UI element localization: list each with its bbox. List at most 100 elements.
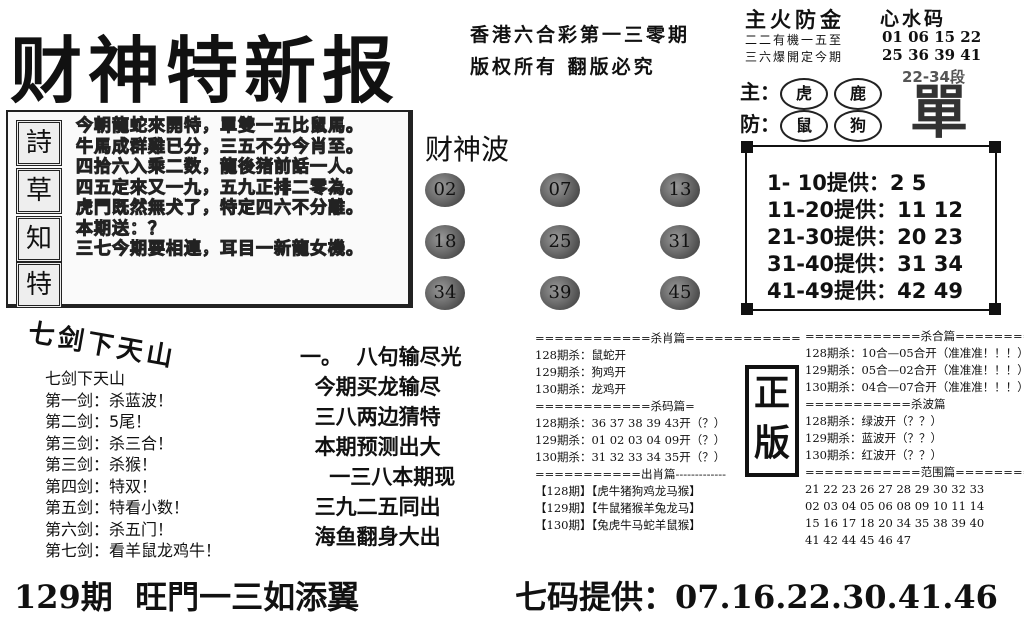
- range-values: 11 12: [897, 198, 963, 222]
- corner-mark: [741, 303, 753, 315]
- verse-line: 今期买龙输尽: [300, 375, 441, 399]
- stat-line: 41 42 44 45 46 47: [805, 533, 912, 547]
- authentic-stamp: 正版: [745, 365, 799, 477]
- sword-line: 第六剑：杀五门！: [45, 519, 174, 539]
- number-ball: 02: [425, 173, 465, 207]
- sword-line: 第五剑：特看小数！: [45, 498, 190, 517]
- range-values: 42 49: [897, 279, 963, 303]
- sword-line: 第七剑：看羊鼠龙鸡牛！: [45, 541, 222, 560]
- guard-label: 防：: [740, 112, 780, 136]
- poem-line: 三七今期要相連，耳目一新龍女機。: [76, 239, 364, 260]
- stat-line: 130期杀：31 32 33 34 35开（？）: [535, 450, 726, 464]
- number-ball: 45: [660, 276, 700, 310]
- rat-icon: 鼠: [780, 109, 828, 142]
- corner-mark: [989, 303, 1001, 315]
- section-header: ===========杀波篇: [805, 397, 946, 411]
- range-values: 31 34: [897, 252, 963, 276]
- number-ball: 39: [540, 276, 580, 310]
- verse-line: 海鱼翻身大出: [300, 525, 441, 549]
- swords-heading: 七剑下天山: [45, 369, 126, 388]
- sword-line: 第三剑：杀三合！: [45, 433, 174, 453]
- stat-line: 128期杀：绿波开（？？）: [805, 414, 942, 428]
- poem-side-char: 特: [16, 262, 62, 308]
- stat-line: 130期杀：红波开（？？）: [805, 448, 942, 462]
- sword-line: 第三剑：杀猴！: [45, 455, 158, 474]
- range-row: 11-20提供：11 12: [767, 194, 963, 224]
- range-label: 41-49提供：: [767, 279, 898, 303]
- poem-line: 四拾六入乘二数，龍後猪前話一人。: [76, 157, 364, 178]
- codes-row-1: 01 06 15 22: [882, 28, 982, 46]
- range-label: 1- 10提供：: [767, 171, 890, 195]
- hint-line-2: 三六爆開定今期: [745, 50, 844, 64]
- verse-line: 三九二五同出: [300, 495, 441, 519]
- poem-side-char: 草: [16, 168, 62, 214]
- footer-left: 129期 旺門一三如添翼: [14, 578, 360, 616]
- corner-mark: [989, 141, 1001, 153]
- stat-line: 129期杀：05合—02合开（准准准！！！）: [805, 363, 1024, 377]
- verse-block: 一。 八句输尽光 今期买龙输尽 三八两边猜特 本期预测出大 一三八本期现 三九二…: [300, 342, 530, 552]
- sword-line: 第二剑：5尾！: [45, 412, 152, 431]
- stat-line: 129期杀：狗鸡开: [535, 365, 626, 379]
- footer-right: 七码提供：07.16.22.30.41.46: [515, 578, 998, 616]
- range-row: 21-30提供：20 23: [767, 221, 963, 251]
- range-label: 21-30提供：: [767, 225, 898, 249]
- stats-right: ============杀合篇============ 128期杀：10合—05…: [805, 328, 1024, 549]
- stat-line: 【128期】【虎牛猪狗鸡龙马猴】: [535, 484, 701, 498]
- poem-side-char: 知: [16, 216, 62, 262]
- stat-line: 【129期】【牛鼠猪猴羊兔龙马】: [535, 501, 701, 515]
- hint-line-1: 二二有機一五至: [745, 33, 844, 47]
- copyright-line: 版权所有 翻版必究: [470, 56, 656, 78]
- section-header: ============杀肖篇============: [535, 331, 801, 345]
- stat-line: 130期杀：龙鸡开: [535, 382, 626, 396]
- single-char: 單: [910, 78, 969, 146]
- wave-title: 财神波: [425, 133, 510, 166]
- section-header: ===========出肖篇-------------: [535, 467, 727, 481]
- verse-line: 一。 八句输尽光: [300, 345, 462, 369]
- range-values: 2 5: [889, 171, 927, 195]
- poem-line: 虎門既然無犬了，特定四六不分離。: [76, 198, 364, 219]
- corner-mark: [741, 141, 753, 153]
- masthead-title: 财神特新报: [10, 28, 401, 113]
- main-label: 主：: [740, 80, 780, 104]
- stat-line: 128期杀：36 37 38 39 43开（？）: [535, 416, 726, 430]
- range-row: 1- 10提供：2 5: [767, 167, 926, 197]
- guard-row: 防：鼠狗: [740, 108, 888, 142]
- range-values: 20 23: [897, 225, 963, 249]
- number-ball: 25: [540, 225, 580, 259]
- stat-line: 128期杀：10合—05合开（准准准！！！）: [805, 346, 1024, 360]
- stat-line: 130期杀：04合—07合开（准准准！！！）: [805, 380, 1024, 394]
- swords-banner: 七剑下天山: [25, 317, 179, 374]
- verse-line: 本期预测出大: [300, 435, 441, 459]
- stat-line: 128期杀：鼠蛇开: [535, 348, 626, 362]
- swords-list: 七剑下天山 第一剑：杀蓝波！ 第二剑：5尾！ 第三剑：杀三合！ 第三剑：杀猴！ …: [45, 368, 221, 562]
- section-header: ============范围篇============: [805, 465, 1024, 479]
- section-header: ============杀合篇============: [805, 329, 1024, 343]
- sword-line: 第四剑：特双！: [45, 476, 158, 496]
- dog-icon: 狗: [834, 109, 882, 142]
- poem-line: 今朝龍蛇來開特，單雙一五比鼠馬。: [76, 116, 364, 137]
- poem-line: 本期送：？: [76, 218, 166, 239]
- number-ball: 31: [660, 225, 700, 259]
- deer-icon: 鹿: [834, 77, 882, 110]
- range-row: 41-49提供：42 49: [767, 275, 963, 305]
- poem-side-char: 詩: [16, 120, 62, 166]
- element-title: 主火防金: [745, 8, 845, 32]
- verse-line: 三八两边猜特: [300, 405, 441, 429]
- stats-left: ============杀肖篇============ 128期杀：鼠蛇开 12…: [535, 330, 801, 534]
- range-row: 31-40提供：31 34: [767, 248, 963, 278]
- segment-label: 22-34段: [902, 68, 965, 86]
- stat-line: 129期杀：蓝波开（？？）: [805, 431, 942, 445]
- range-label: 31-40提供：: [767, 252, 898, 276]
- poem-line: 四五定來又一九，五九正排二零為。: [76, 177, 364, 198]
- code-title: 心水码: [880, 8, 947, 30]
- number-ball: 18: [425, 225, 465, 259]
- stat-line: 129期杀：01 02 03 04 09开（？）: [535, 433, 726, 447]
- section-header: ============杀码篇=: [535, 399, 695, 413]
- number-ball: 13: [660, 173, 700, 207]
- range-label: 11-20提供：: [767, 198, 898, 222]
- stat-line: 15 16 17 18 20 34 35 38 39 40: [805, 516, 985, 530]
- main-row: 主：虎鹿: [740, 76, 888, 110]
- range-box: 1- 10提供：2 5 11-20提供：11 12 21-30提供：20 23 …: [741, 141, 1001, 315]
- number-ball: 34: [425, 276, 465, 310]
- poem-box: 詩 草 知 特 今朝龍蛇來開特，單雙一五比鼠馬。 牛馬成群雞已分，三五不分今肖至…: [6, 110, 413, 308]
